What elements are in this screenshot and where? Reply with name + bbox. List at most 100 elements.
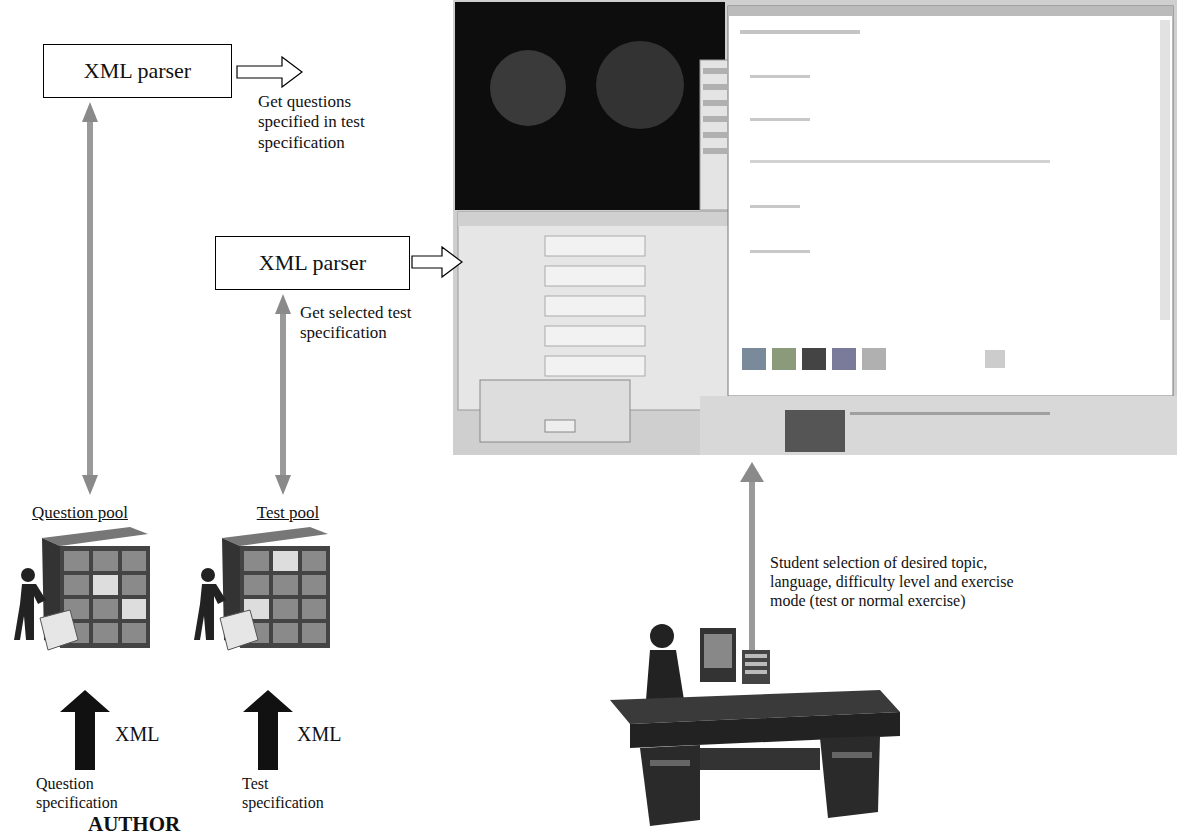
student-illustration <box>700 748 820 770</box>
input-label: Test specification <box>242 774 337 812</box>
shelf-illustration <box>302 575 326 595</box>
role-label: AUTHOR <box>88 813 180 835</box>
shelf-illustration <box>201 568 215 582</box>
student-illustration <box>610 624 900 826</box>
student-note: Student selection of desired topic, lang… <box>770 553 1020 611</box>
student-illustration <box>742 650 770 684</box>
screenshot <box>703 116 727 122</box>
transfer-arrow <box>280 310 286 479</box>
input-arrow <box>60 690 110 770</box>
screenshot <box>545 326 645 346</box>
screenshot <box>480 380 630 442</box>
screenshot <box>832 348 856 370</box>
screenshot <box>596 41 684 129</box>
student-illustration <box>700 628 736 682</box>
pool-name: Question pool <box>15 503 145 523</box>
shelf-illustration <box>222 527 328 546</box>
shelf-illustration <box>21 568 35 582</box>
shelf-illustration <box>93 623 118 643</box>
shelf-illustration <box>122 599 146 619</box>
input-label: Question specification <box>36 774 131 812</box>
screenshot <box>703 148 727 154</box>
screenshot <box>545 420 575 432</box>
output-arrow <box>412 247 462 277</box>
student-illustration <box>820 736 880 818</box>
pool-name: Test pool <box>238 503 338 523</box>
screenshot <box>750 75 810 78</box>
screenshot <box>750 118 810 121</box>
shelf-illustration <box>302 623 326 643</box>
screenshot <box>545 356 645 376</box>
shelf-illustration <box>93 599 118 619</box>
shelf-illustration <box>273 599 298 619</box>
shelf-illustration <box>122 575 146 595</box>
student-illustration <box>650 760 690 766</box>
screenshot <box>455 2 725 210</box>
shelf-illustration <box>220 610 258 650</box>
screenshot <box>772 348 796 370</box>
student-illustration <box>745 654 767 658</box>
screenshot <box>703 100 727 106</box>
screenshot <box>750 160 1050 163</box>
screenshot <box>802 348 826 370</box>
format-label: XML <box>115 722 159 746</box>
input-arrow <box>243 690 293 770</box>
screenshot <box>785 410 845 452</box>
screenshot <box>453 0 1177 455</box>
request-arrow <box>740 462 764 482</box>
student-illustration <box>745 662 767 666</box>
screenshot <box>740 30 860 34</box>
pool-label: Question pool <box>15 499 145 534</box>
shelf-illustration <box>273 623 298 643</box>
screenshot <box>703 132 727 138</box>
shelf-illustration <box>14 584 46 640</box>
parser-box: XML parser <box>215 236 410 290</box>
shelf-illustration <box>273 575 298 595</box>
box-text: XML parser <box>259 250 366 276</box>
shelf-illustration <box>64 551 89 571</box>
shelf-illustration <box>194 584 226 640</box>
screenshot <box>850 412 1050 415</box>
student-illustration <box>650 624 674 648</box>
screenshot <box>1160 20 1170 320</box>
screenshot <box>862 348 886 370</box>
screenshot <box>490 50 566 126</box>
screenshot <box>750 205 800 208</box>
student-illustration <box>745 670 767 674</box>
screenshot <box>458 212 748 226</box>
shelf-illustration <box>122 623 146 643</box>
shelf-illustration <box>93 551 118 571</box>
student-illustration <box>704 634 732 668</box>
screenshot <box>700 60 730 210</box>
screenshot <box>742 348 766 370</box>
shelf-illustration <box>273 551 298 571</box>
shelf-illustration <box>244 575 269 595</box>
step-note: Get selected test specification <box>300 303 475 344</box>
screenshot <box>985 350 1005 368</box>
shelf-illustration <box>14 527 150 650</box>
screenshot <box>703 68 727 74</box>
step-note: Get questions specified in test specific… <box>258 92 408 153</box>
shelf-illustration <box>93 575 118 595</box>
shelf-illustration <box>194 527 330 650</box>
shelf-illustration <box>42 527 148 546</box>
transfer-arrow <box>87 118 93 479</box>
shelf-illustration <box>122 551 146 571</box>
screenshot <box>545 296 645 316</box>
format-label: XML <box>297 722 341 746</box>
student-illustration <box>646 650 684 700</box>
parser-box: XML parser <box>43 44 232 98</box>
shelf-illustration <box>302 599 326 619</box>
request-arrow <box>749 478 755 650</box>
pool-label: Test pool <box>238 499 338 534</box>
screenshot <box>728 6 1173 16</box>
box-text: XML parser <box>84 58 191 84</box>
screenshot <box>728 6 1173 396</box>
screenshot <box>703 84 727 90</box>
shelf-illustration <box>302 551 326 571</box>
screenshot <box>750 250 810 253</box>
student-illustration <box>640 745 700 826</box>
shelf-illustration <box>244 551 269 571</box>
